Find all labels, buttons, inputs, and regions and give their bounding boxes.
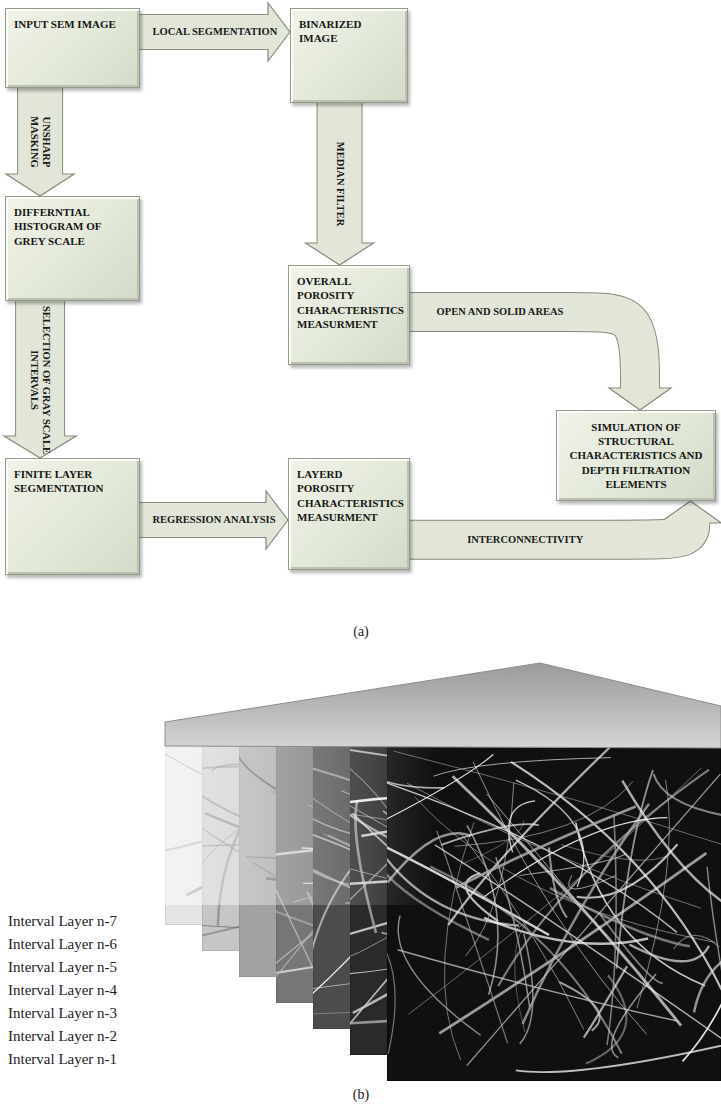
fibre <box>398 950 678 1021</box>
box-text: LAYERD POROSITY CHARACTERISTICS MEASURME… <box>297 467 401 524</box>
fibre <box>467 774 720 1065</box>
arrow-head <box>609 388 671 410</box>
box-text: BINARIZED IMAGE <box>299 17 399 46</box>
edge-label: MEDIAN FILTER <box>334 106 346 262</box>
fibre <box>435 845 721 1039</box>
arrow-head <box>4 436 76 458</box>
layer-label: Interval Layer n-7 <box>8 912 117 930</box>
panel-caption: (b) <box>353 1087 369 1104</box>
arrow-head <box>6 174 74 196</box>
arrow-outline <box>17 88 63 177</box>
block-arrow <box>140 3 290 61</box>
process-box: OVERALL POROSITY CHARACTERISTICS MEASURM… <box>288 265 410 365</box>
fibre <box>637 780 669 1009</box>
interval-layer <box>387 745 721 1081</box>
arrow-outline <box>15 301 65 439</box>
fibre <box>394 751 721 851</box>
fibre <box>622 781 721 904</box>
layer-label: Interval Layer n-1 <box>8 1050 117 1068</box>
box-text: DIFFERNTIAL HISTOGRAM OF GREY SCALE <box>14 205 131 248</box>
arrow-body <box>18 88 62 177</box>
process-box: BINARIZED IMAGE <box>290 8 408 103</box>
fibre <box>456 807 636 888</box>
block-arrow <box>6 88 74 196</box>
box-text: INPUT SEM IMAGE <box>14 17 131 31</box>
edge-label: LOCAL SEGMENTATION <box>143 26 287 38</box>
layer-label: Interval Layer n-5 <box>8 958 117 976</box>
edge-label: SELECTION OF GRAY SCALE INTERVALS <box>28 304 52 455</box>
layer-label: Interval Layer n-3 <box>8 1004 117 1022</box>
panel-caption: (a) <box>353 624 369 641</box>
block-arrow <box>140 491 288 549</box>
stack-lid <box>165 663 721 748</box>
process-box: FINITE LAYER SEGMENTATION <box>5 458 140 575</box>
fibre <box>430 866 621 1053</box>
fibre <box>444 822 474 1060</box>
box-text: FINITE LAYER SEGMENTATION <box>14 467 131 496</box>
layer-label: Interval Layer n-2 <box>8 1027 117 1045</box>
fibre <box>441 824 539 845</box>
edge-label: UNSHARP MASKING <box>28 91 52 193</box>
fibre <box>519 854 626 876</box>
fibre <box>498 770 709 986</box>
fibre <box>460 832 584 1030</box>
fibre <box>629 944 709 961</box>
fibre <box>473 762 647 1034</box>
block-arrow <box>306 103 374 265</box>
fibre <box>398 915 480 1035</box>
fibre <box>561 845 666 861</box>
fibre <box>694 946 721 1013</box>
block-arrow <box>410 312 671 410</box>
box-text: OVERALL POROSITY CHARACTERISTICS MEASURM… <box>297 274 401 331</box>
process-box: INPUT SEM IMAGE <box>5 8 140 88</box>
layer-label: Interval Layer n-6 <box>8 935 117 953</box>
edge-label: REGRESSION ANALYSIS <box>143 514 285 526</box>
edge-label: OPEN AND SOLID AREAS <box>415 306 585 318</box>
arrow-body <box>16 301 64 439</box>
fibre <box>673 935 719 949</box>
arrow-body <box>410 312 640 391</box>
block-arrow <box>4 301 76 458</box>
layer-label: Interval Layer n-4 <box>8 981 117 999</box>
fibre <box>607 814 616 1045</box>
process-box: LAYERD POROSITY CHARACTERISTICS MEASURME… <box>288 458 410 570</box>
box-text: SIMULATION OF STRUCTURAL CHARACTERISTICS… <box>565 420 707 491</box>
fibre <box>496 857 530 1007</box>
arrow-head <box>306 243 374 265</box>
translucent-haze <box>165 745 435 905</box>
process-box: DIFFERNTIAL HISTOGRAM OF GREY SCALE <box>5 196 140 301</box>
arrow-outline <box>410 312 640 391</box>
fibre <box>549 847 567 917</box>
process-box: SIMULATION OF STRUCTURAL CHARACTERISTICS… <box>556 410 716 501</box>
edge-label: INTERCONNECTIVITY <box>415 534 635 546</box>
fibre <box>387 939 395 1054</box>
